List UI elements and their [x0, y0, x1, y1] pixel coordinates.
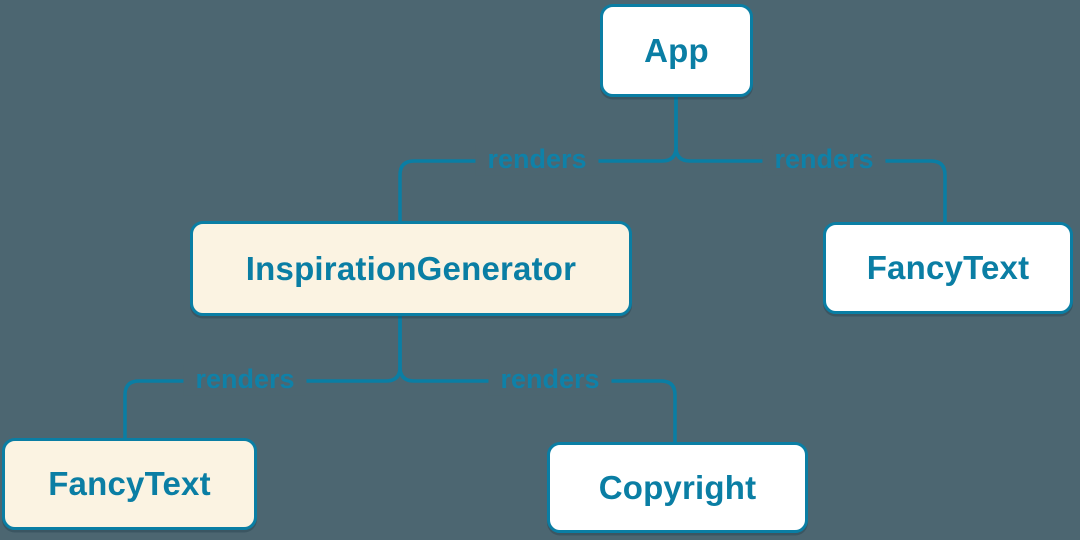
edge-label-renders-inspirationgenerator-fancytext: renders [183, 364, 307, 395]
node-fancy-text-top-label: FancyText [866, 249, 1030, 286]
edge-label-renders-app-fancytext: renders [762, 144, 886, 175]
node-app-label: App [644, 31, 709, 69]
node-fancy-text-top: FancyText [823, 222, 1073, 314]
node-inspiration-generator-label: InspirationGenerator [245, 249, 577, 287]
node-inspiration-generator: InspirationGenerator [190, 221, 632, 316]
node-fancy-text-bottom: FancyText [2, 438, 257, 530]
node-copyright: Copyright [547, 442, 808, 533]
edge-label-renders-app-inspirationgenerator: renders [475, 144, 599, 175]
edge-label-renders-inspirationgenerator-copyright: renders [488, 364, 612, 395]
node-fancy-text-bottom-label: FancyText [48, 465, 211, 502]
node-copyright-label: Copyright [598, 468, 757, 506]
node-app: App [600, 4, 753, 97]
